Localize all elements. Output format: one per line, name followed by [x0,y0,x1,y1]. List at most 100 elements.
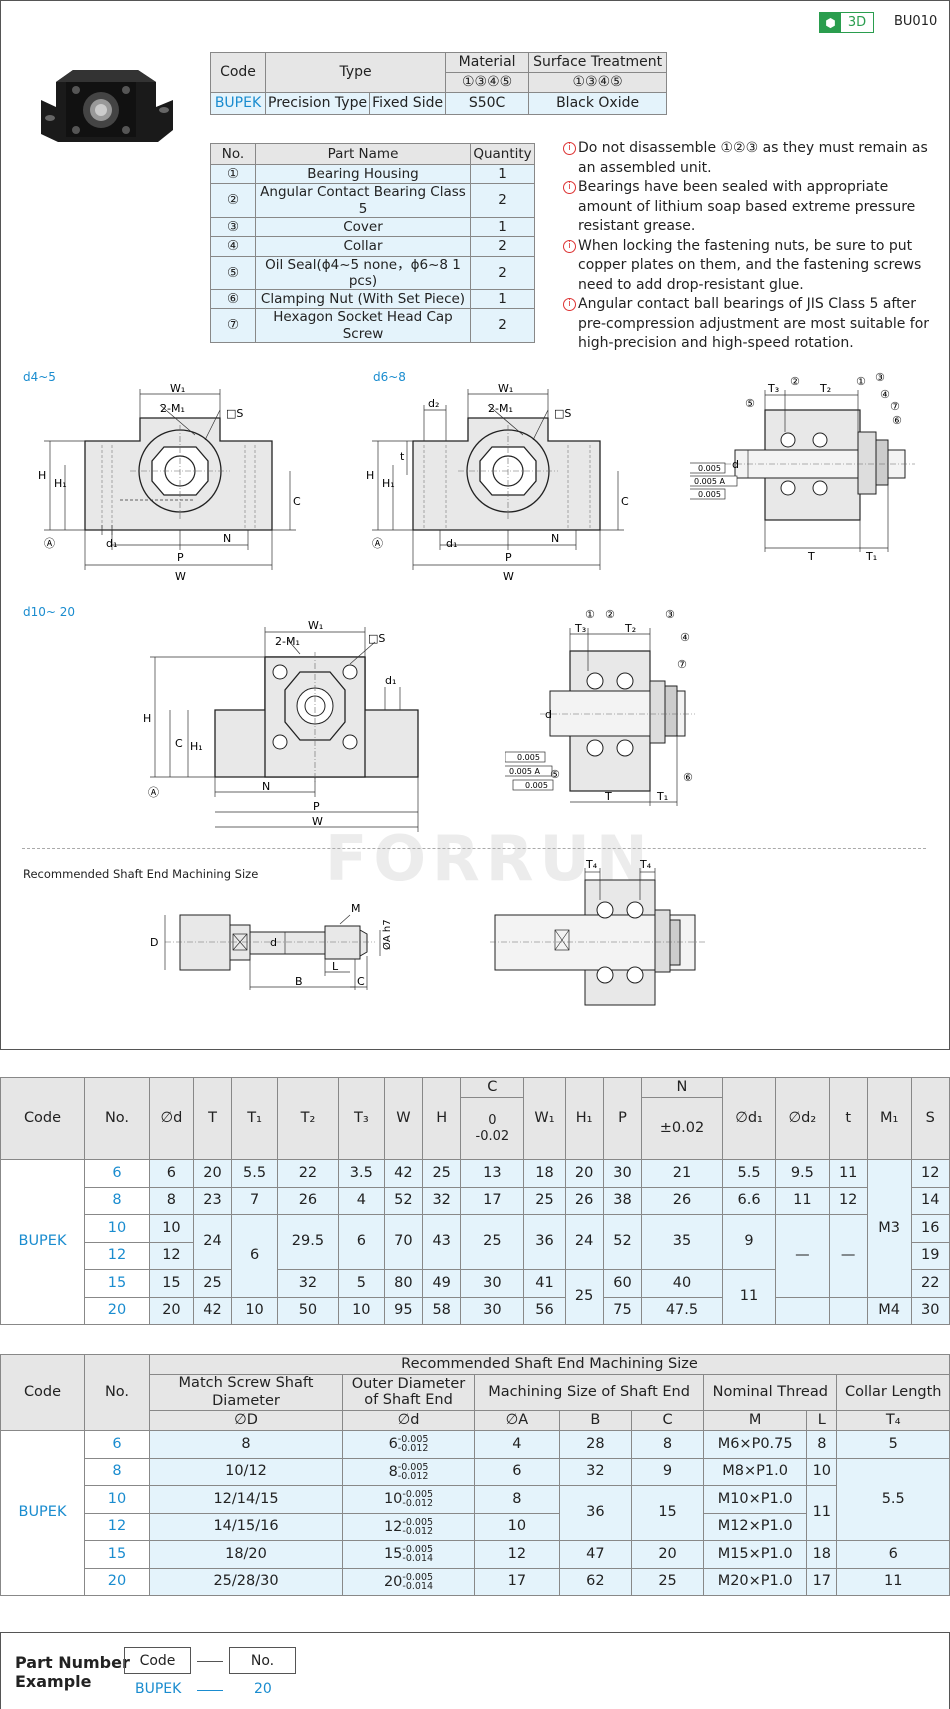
dim-c-3: C [175,737,183,750]
dim-cell: 10 [231,1296,278,1325]
tol-upper: -0.005 [402,1544,434,1556]
rec-cell-no[interactable]: 8 [84,1457,150,1486]
dim-cell: 6.6 [721,1186,777,1215]
dim-cell: 5 [337,1269,385,1298]
dim-h-d1: ∅d₁ [721,1077,777,1160]
rec-cell-T4: 5 [836,1430,950,1459]
dim-c-2: C [621,495,629,508]
dim-n-3: N [262,780,270,793]
tol-lower: -0.012 [397,1470,429,1482]
label-d10-20: d10~ 20 [23,605,76,619]
tol-5: 0.005 A [509,767,540,776]
dim-cell[interactable]: 15 [84,1269,150,1298]
dim-h-N-tol: ±0.02 [641,1097,723,1160]
rec-code-cell[interactable]: BUPEK [0,1430,85,1596]
rec-cell-no[interactable]: 10 [84,1485,150,1514]
dim-h-T3: T₃ [337,1077,385,1160]
drawing-section-2: 0.005 0.005 A 0.005 T₃ T₂ T T₁ d ① ② ③ ④… [505,608,695,806]
rec-sub-header: ∅A [474,1410,560,1431]
note-text: Bearings have been sealed with appropria… [578,179,916,234]
dim-cell: 8 [149,1186,194,1215]
dim-cell: 30 [602,1159,643,1188]
material-marks: ①③④⑤ [445,72,530,93]
rec-cell-T4: 6 [836,1540,950,1569]
rec-cell-C: 8 [630,1430,705,1459]
dim-h-T: T [192,1077,233,1160]
dim-cell: 20 [564,1159,604,1188]
drawing-d4-5: W₁ 2-M₁ □S H H₁ C Ⓐ d₁ N P W [38,382,301,583]
dim-cell: 70 [383,1214,424,1270]
rec-cell-no[interactable]: 20 [84,1567,150,1596]
shaft-d-tolerance: -0.005-0.012 [398,1435,429,1454]
shaft-d-value: 6 [388,1436,398,1453]
tol-lower: -0.014 [402,1553,434,1565]
mark-6b: ⑥ [683,771,693,784]
dim-cell: 38 [602,1186,643,1215]
rec-cell-no[interactable]: 6 [84,1430,150,1459]
dim-cell: 16 [910,1214,950,1243]
dim-cell[interactable]: 12 [84,1241,150,1270]
dim-h-2: H [366,469,374,482]
dim-cell: 42 [383,1159,424,1188]
dim-s-2: □S [554,407,571,420]
dim-cell: 3.5 [337,1159,385,1188]
dim-B: B [295,975,303,988]
dim-cell: 50 [276,1296,339,1325]
rec-cell-T4: 5.5 [836,1457,950,1541]
pn-code-value[interactable]: BUPEK [135,1681,182,1697]
code-cell[interactable]: BUPEK [210,92,266,115]
dim-p-3: P [313,800,320,813]
dim-cell: — [828,1214,868,1298]
mark-3b: ③ [665,608,675,621]
info-icon: i [563,181,576,194]
dim-cell[interactable]: 8 [84,1186,150,1215]
dim-t2-2: T₂ [624,622,636,635]
dim-cell[interactable]: 6 [84,1159,150,1188]
3d-model-button[interactable]: ⬢ 3D [819,12,874,33]
rec-cell-A: 17 [474,1567,560,1596]
dim-cell: 23 [192,1186,233,1215]
dim-d2: d₂ [428,397,439,410]
dim-cell[interactable]: 20 [84,1296,150,1325]
tol-2: 0.005 A [694,477,725,486]
dim-cell: 6 [337,1214,385,1270]
dim-cell: 60 [602,1269,643,1298]
dim-cell: 22 [910,1269,950,1298]
pn-dash-1 [197,1661,223,1662]
dim-m1: 2-M₁ [160,402,185,415]
dim-cell: — [775,1214,830,1298]
dim-code-cell[interactable]: BUPEK [0,1159,85,1325]
rec-cell-no[interactable]: 15 [84,1540,150,1569]
rec-cell-B: 47 [558,1540,632,1569]
label-d6-8: d6~8 [373,370,406,384]
dim-n: N [223,532,231,545]
dim-n-2: N [551,532,559,545]
dim-cell: 42 [192,1296,233,1325]
label-d4-5: d4~5 [23,370,56,384]
tol-4: 0.005 [517,753,540,762]
rec-h-title: Recommended Shaft End Machining Size [149,1354,950,1375]
dim-h-no: No. [84,1077,150,1160]
dim-cell: 13 [460,1159,525,1188]
rec-cell-no[interactable]: 12 [84,1512,150,1541]
parts-qty-cell: 2 [470,236,535,257]
rec-h-no: No. [84,1354,150,1431]
dim-t3-2: T₃ [574,622,586,635]
rec-sub-header: ∅d [342,1410,475,1431]
parts-no-cell: ⑦ [210,308,256,343]
dim-cell: 29.5 [276,1214,339,1270]
shaft-d-tolerance: -0.005-0.014 [402,1572,433,1591]
rec-cell-L: 8 [806,1430,838,1459]
dim-cell: 30 [460,1296,525,1325]
dim-cell: 10 [337,1296,385,1325]
dim-cell[interactable]: 10 [84,1214,150,1243]
dim-t: T [807,550,815,563]
dim-cell [775,1296,830,1325]
pn-dash-2 [197,1690,223,1691]
dim-h-d2: ∅d₂ [775,1077,830,1160]
